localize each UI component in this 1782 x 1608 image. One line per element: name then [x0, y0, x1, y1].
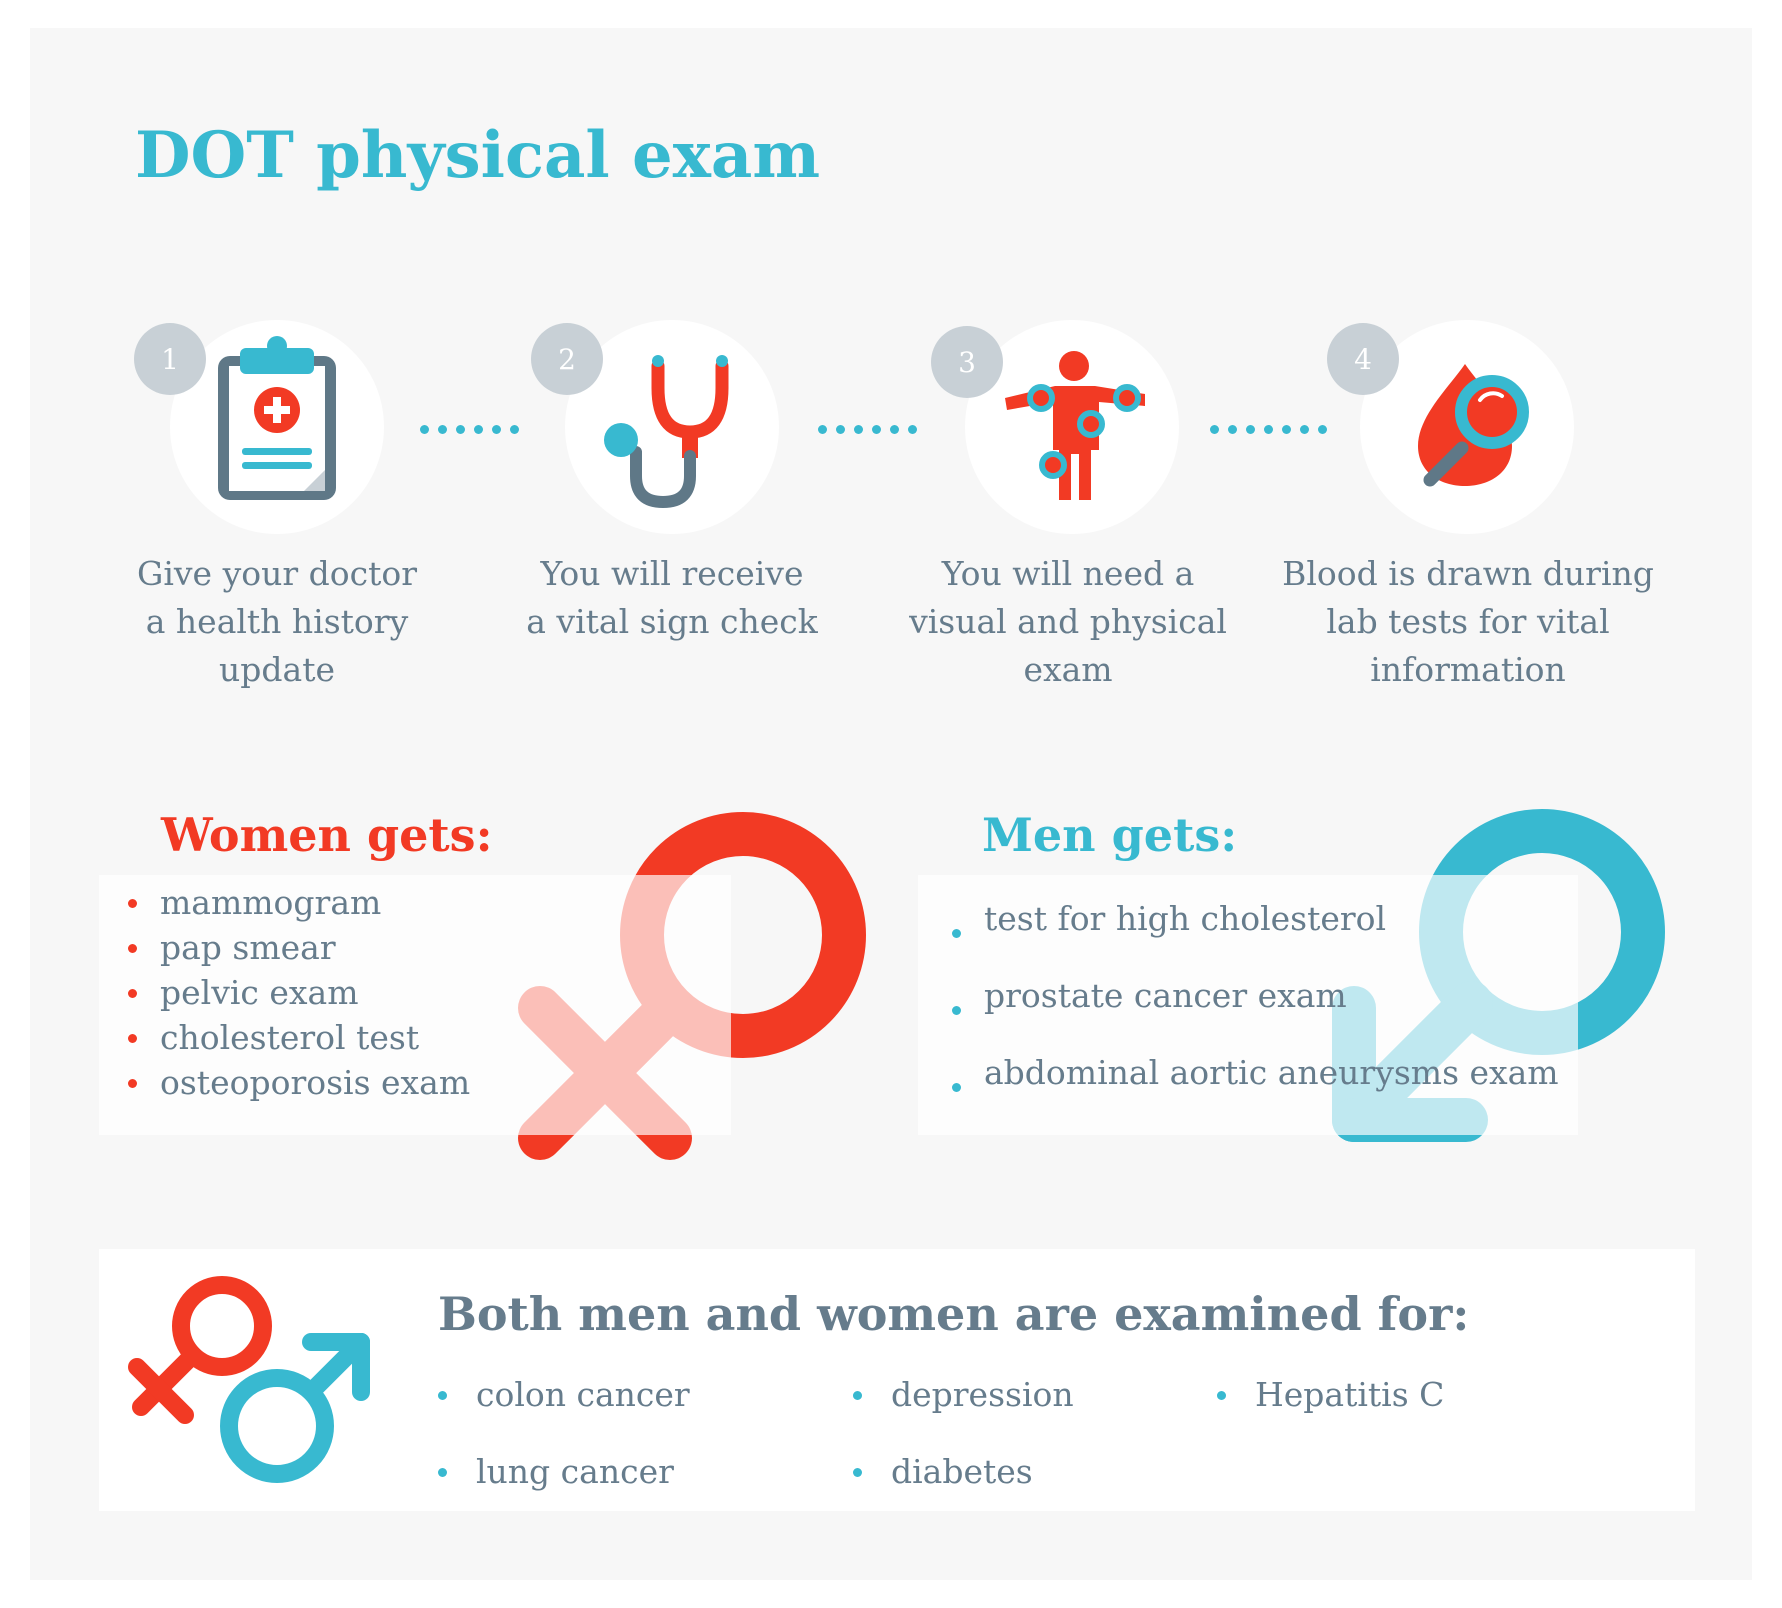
- step-3-line-3: exam: [1023, 650, 1113, 689]
- body-exam-icon: [1005, 351, 1145, 500]
- women-exam-list: mammogram pap smear pelvic exam choleste…: [128, 880, 470, 1105]
- men-list-panel: [918, 875, 1578, 1135]
- step-4-number: 4: [1327, 323, 1399, 395]
- step-1-line-1: Give your doctor: [137, 554, 417, 593]
- list-item: test for high cholesterol: [952, 894, 1559, 971]
- list-item: mammogram: [128, 880, 470, 925]
- both-heading: Both men and women are examined for:: [438, 1287, 1470, 1341]
- step-1-line-3: update: [219, 650, 335, 689]
- step-1-number: 1: [134, 323, 206, 395]
- both-item-lung-cancer: lung cancer: [438, 1450, 674, 1494]
- both-item-depression: depression: [853, 1373, 1074, 1417]
- step-1-text: Give your doctor a health history update: [87, 550, 467, 694]
- women-heading: Women gets:: [161, 808, 493, 862]
- both-item-colon-cancer: colon cancer: [438, 1373, 690, 1417]
- list-item: pelvic exam: [128, 970, 470, 1015]
- step-2-text: You will receive a vital sign check: [482, 550, 862, 646]
- both-item-diabetes: diabetes: [853, 1450, 1033, 1494]
- step-2-line-2: a vital sign check: [526, 602, 818, 641]
- list-item: pap smear: [128, 925, 470, 970]
- women-list-panel: [99, 875, 731, 1135]
- blood-drop-magnifier-icon: [1418, 364, 1529, 487]
- connector-dots-2: [818, 425, 917, 434]
- step-4-line-3: information: [1370, 650, 1566, 689]
- step-3-line-1: You will need a: [941, 554, 1195, 593]
- list-item: cholesterol test: [128, 1015, 470, 1060]
- men-exam-list: test for high cholesterol prostate cance…: [952, 894, 1559, 1125]
- both-item-hepatitis-c: Hepatitis C: [1217, 1373, 1444, 1417]
- men-heading: Men gets:: [982, 808, 1238, 862]
- connector-dots-3: [1210, 425, 1327, 434]
- connector-dots-1: [420, 425, 519, 434]
- stethoscope-icon: [604, 355, 729, 509]
- step-4-line-2: lab tests for vital: [1326, 602, 1610, 641]
- page-title: DOT physical exam: [135, 118, 821, 193]
- male-female-symbols-icon: [128, 1276, 370, 1483]
- list-item: abdominal aortic aneurysms exam: [952, 1048, 1559, 1125]
- step-3-number: 3: [931, 326, 1003, 398]
- clipboard-icon: [218, 336, 336, 500]
- step-2-number: 2: [531, 323, 603, 395]
- step-3-line-2: visual and physical: [909, 602, 1227, 641]
- step-1-line-2: a health history: [145, 602, 409, 641]
- step-2-line-1: You will receive: [540, 554, 804, 593]
- list-item: prostate cancer exam: [952, 971, 1559, 1048]
- step-3-text: You will need a visual and physical exam: [878, 550, 1258, 694]
- list-item: osteoporosis exam: [128, 1060, 470, 1105]
- step-4-text: Blood is drawn during lab tests for vita…: [1278, 550, 1658, 694]
- step-4-line-1: Blood is drawn during: [1282, 554, 1654, 593]
